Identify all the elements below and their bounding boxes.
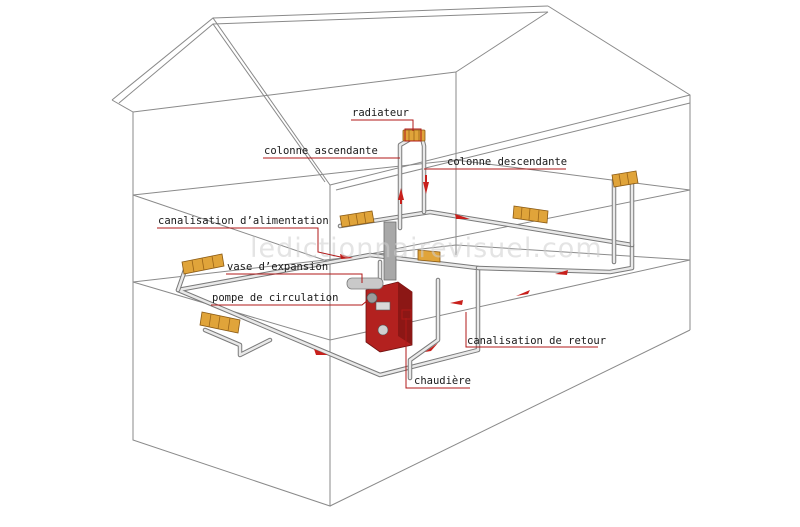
leader-chaudiere: [405, 318, 470, 389]
circulation-pump: [366, 292, 378, 304]
label-pompe-circulation: pompe de circulation: [212, 292, 338, 304]
flow-arrow-boiler: [425, 343, 438, 352]
boiler: [365, 221, 413, 353]
flow-arrow-right-riser: [516, 290, 530, 296]
flow-arrow-up: [398, 188, 404, 200]
label-colonne-ascendante: colonne ascendante: [264, 145, 378, 157]
radiator-upper-right: [611, 170, 639, 188]
label-canalisation-retour: canalisation de retour: [467, 335, 606, 347]
house-wireframe: [111, 5, 691, 507]
flow-arrow-right-return: [555, 270, 568, 275]
flow-arrow-down: [423, 182, 429, 194]
label-radiateur: radiateur: [352, 107, 409, 119]
leader-lines: [157, 119, 598, 389]
leader-radiateur: [351, 119, 414, 131]
label-colonne-descendante: colonne descendante: [447, 156, 567, 168]
leader-pompe-circulation: [211, 299, 369, 306]
expansion-tank: [346, 277, 384, 290]
label-canalisation-alimentation: canalisation d’alimentation: [158, 215, 329, 227]
leader-canalisation-retour: [465, 312, 598, 348]
leader-canalisation-alimentation: [157, 227, 346, 259]
label-vase-expansion: vase d’expansion: [227, 261, 328, 273]
radiator-upper-left: [339, 210, 375, 228]
radiator-upper-center-right: [512, 205, 549, 224]
radiator-ground-left: [181, 253, 225, 275]
flow-arrow-front: [314, 349, 328, 355]
leader-vase-expansion: [226, 273, 363, 283]
watermark: ledictionnairevisuel.com: [250, 233, 603, 264]
radiator-top: [402, 129, 426, 142]
flow-arrow-return: [450, 300, 463, 305]
flow-arrow-upper-right: [455, 214, 470, 219]
radiator-ground-center: [417, 249, 441, 263]
labels: radiateur colonne ascendante colonne des…: [158, 107, 606, 387]
label-chaudiere: chaudière: [414, 375, 471, 387]
radiator-ground-front: [199, 311, 241, 334]
